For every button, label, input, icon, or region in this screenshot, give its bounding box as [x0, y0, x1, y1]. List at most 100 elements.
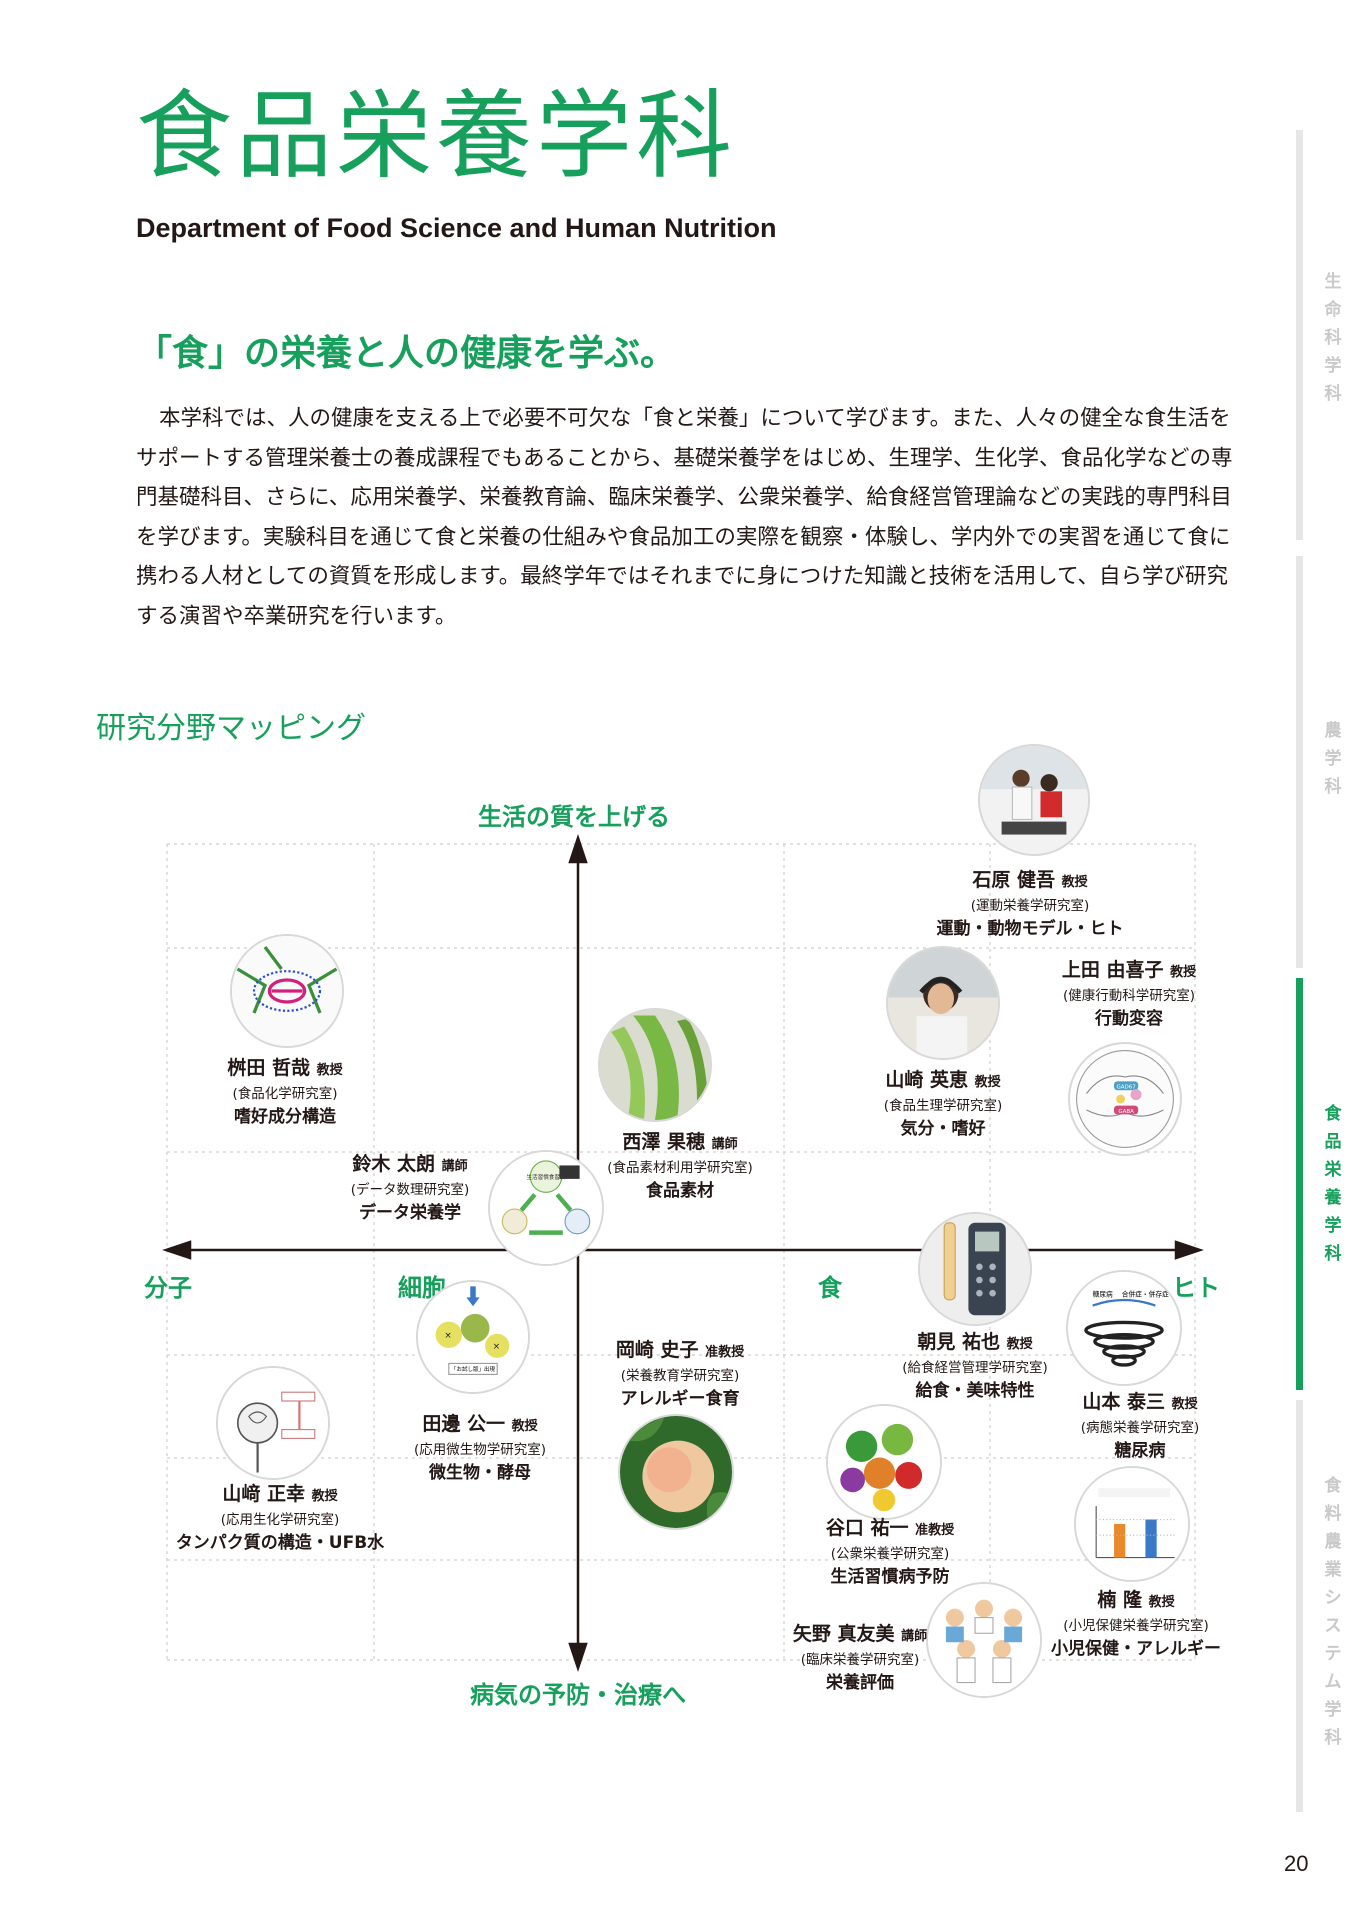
- researcher-name: 山本 泰三: [1082, 1391, 1165, 1413]
- photo-exercise-lab: [978, 744, 1090, 856]
- researcher-field: 運動・動物モデル・ヒト: [936, 919, 1124, 939]
- researcher-rank: 教授: [1061, 875, 1088, 890]
- researcher-lab: (食品化学研究室): [232, 1086, 338, 1102]
- page-number: 20: [1284, 1851, 1309, 1876]
- axis-label-top: 生活の質を上げる: [478, 803, 670, 831]
- researcher-rank: 准教授: [705, 1345, 745, 1360]
- researcher-lab: (食品生理学研究室): [883, 1098, 1003, 1114]
- researcher-rank: 講師: [441, 1159, 468, 1174]
- side-index-label[interactable]: 農 学 科: [1324, 721, 1342, 797]
- researcher-lab: (病態栄養学研究室): [1080, 1420, 1200, 1436]
- photo-data-cycle: 生活習慣食習慣: [488, 1150, 604, 1266]
- researcher-yano: 矢野 真友美 講師 (臨床栄養学研究室) 栄養評価: [770, 1622, 950, 1695]
- researcher-field: 気分・嗜好: [900, 1119, 986, 1139]
- axis-label-right: ヒト: [1172, 1274, 1220, 1302]
- photo-brain-diagram: GAD67 GABA: [1068, 1042, 1182, 1156]
- researcher-field: 微生物・酵母: [429, 1463, 531, 1483]
- svg-text:×: ×: [444, 1331, 451, 1341]
- side-index-bar-2: [1296, 556, 1303, 968]
- researcher-lab: (給食経営管理学研究室): [902, 1360, 1048, 1376]
- researcher-lab: (公衆栄養学研究室): [830, 1546, 950, 1562]
- researcher-field: アレルギー食育: [620, 1389, 740, 1409]
- researcher-field: データ栄養学: [359, 1203, 461, 1223]
- researcher-field: 小児保健・アレルギー: [1051, 1639, 1221, 1659]
- researcher-yamamoto: 山本 泰三 教授 (病態栄養学研究室) 糖尿病: [1050, 1390, 1230, 1463]
- researcher-name: 西澤 果穂: [622, 1131, 705, 1153]
- photo-yeast-illustration: × × 「お試し版」出現: [416, 1280, 530, 1394]
- photo-text: 糖尿病: [1093, 1290, 1113, 1299]
- map-heading: 研究分野マッピング: [96, 711, 366, 746]
- researcher-ishihara: 石原 健吾 教授 (運動栄養学研究室) 運動・動物モデル・ヒト: [930, 868, 1130, 941]
- researcher-rank: 教授: [1006, 1337, 1033, 1352]
- photo-rose-illustration: [216, 1366, 330, 1480]
- researcher-name: 楠 隆: [1097, 1589, 1142, 1611]
- side-index-bar-4: [1296, 1400, 1303, 1812]
- svg-text:×: ×: [493, 1342, 500, 1352]
- photo-vegetables: [826, 1404, 942, 1520]
- researcher-masuda: 桝田 哲哉 教授 (食品化学研究室) 嗜好成分構造: [190, 1056, 380, 1129]
- researcher-name: 鈴木 太朗: [352, 1153, 435, 1175]
- researcher-field: 食品素材: [646, 1181, 714, 1201]
- photo-okra: [598, 1008, 712, 1122]
- researcher-rank: 教授: [311, 1489, 338, 1504]
- researcher-yamazaki-m: 山﨑 正幸 教授 (応用生化学研究室) タンパク質の構造・UFB水: [160, 1482, 400, 1555]
- intro-paragraph: 本学科では、人の健康を支える上で必要不可欠な「食と栄養」について学びます。また、…: [136, 406, 1233, 629]
- researcher-suzuki: 鈴木 太朗 講師 (データ数理研究室) データ栄養学: [320, 1152, 500, 1225]
- researcher-name: 谷口 祐一: [825, 1517, 909, 1539]
- researcher-rank: 講師: [901, 1629, 928, 1644]
- page-subtitle: Department of Food Science and Human Nut…: [136, 213, 777, 243]
- photo-text: 生活習慣食習慣: [526, 1173, 566, 1181]
- side-index-label[interactable]: 食 料 農 業 シ ス テ ム 学 科: [1324, 1476, 1342, 1748]
- researcher-lab: (運動栄養学研究室): [970, 898, 1090, 914]
- researcher-rank: 講師: [711, 1137, 738, 1152]
- researcher-name: 田邊 公一: [422, 1413, 505, 1435]
- photo-bar-chart: [1074, 1466, 1190, 1582]
- axis-label-food: 食: [818, 1274, 842, 1302]
- researcher-lab: (食品素材利用学研究室): [607, 1160, 753, 1176]
- photo-text: 「お試し版」出現: [451, 1365, 496, 1373]
- researcher-name: 石原 健吾: [972, 869, 1055, 891]
- researcher-rank: 教授: [316, 1063, 343, 1078]
- axis-label-bottom: 病気の予防・治療へ: [470, 1681, 686, 1709]
- researcher-field: 栄養評価: [826, 1673, 894, 1693]
- researcher-name: 桝田 哲哉: [227, 1057, 310, 1079]
- side-index-label-active[interactable]: 食 品 栄 養 学 科: [1324, 1104, 1342, 1264]
- researcher-asami: 朝見 祐也 教授 (給食経営管理学研究室) 給食・美味特性: [880, 1330, 1070, 1403]
- photo-text: 合併症・併存症: [1122, 1290, 1169, 1299]
- photo-peach: [618, 1414, 734, 1530]
- researcher-ueda: 上田 由喜子 教授 (健康行動科学研究室) 行動変容: [1034, 958, 1224, 1031]
- researcher-lab: (小児保健栄養学研究室): [1063, 1618, 1209, 1634]
- photo-text: GABA: [1118, 1109, 1134, 1115]
- side-index-bar-3: [1296, 978, 1303, 1390]
- researcher-yamazaki-h: 山崎 英恵 教授 (食品生理学研究室) 気分・嗜好: [848, 1068, 1038, 1141]
- researcher-tanabe: 田邊 公一 教授 (応用微生物学研究室) 微生物・酵母: [380, 1412, 580, 1485]
- researcher-rank: 教授: [1148, 1595, 1175, 1610]
- side-index-label[interactable]: 生 命 科 学 科: [1324, 272, 1342, 404]
- researcher-okazaki: 岡崎 史子 准教授 (栄養教育学研究室) アレルギー食育: [590, 1338, 770, 1411]
- researcher-lab: (臨床栄養学研究室): [800, 1652, 920, 1668]
- catchphrase: 「食」の栄養と人の健康を学ぶ。: [136, 333, 677, 374]
- researcher-name: 岡崎 史子: [615, 1339, 699, 1361]
- researcher-lab: (データ数理研究室): [350, 1182, 470, 1198]
- researcher-lab: (応用微生物学研究室): [413, 1442, 547, 1458]
- researcher-rank: 教授: [1170, 965, 1197, 980]
- researcher-field: タンパク質の構造・UFB水: [175, 1533, 385, 1553]
- researcher-name: 山崎 英恵: [885, 1069, 968, 1091]
- researcher-nishizawa: 西澤 果穂 講師 (食品素材利用学研究室) 食品素材: [580, 1130, 780, 1203]
- axis-arrow-up: [568, 834, 588, 864]
- researcher-lab: (栄養教育学研究室): [620, 1368, 740, 1384]
- researcher-lab: (応用生化学研究室): [220, 1512, 340, 1528]
- researcher-field: 給食・美味特性: [915, 1381, 1035, 1401]
- axis-label-left: 分子: [144, 1274, 192, 1302]
- axis-arrow-right: [1174, 1240, 1204, 1260]
- researcher-taniguchi: 谷口 祐一 准教授 (公衆栄養学研究室) 生活習慣病予防: [800, 1516, 980, 1589]
- photo-text: GAD67: [1116, 1085, 1136, 1091]
- researcher-name: 上田 由喜子: [1061, 959, 1164, 981]
- researcher-field: 嗜好成分構造: [234, 1107, 336, 1127]
- photo-headset-subject: [886, 946, 1000, 1060]
- photo-diabetes-diagram: 糖尿病 合併症・併存症: [1066, 1270, 1182, 1386]
- side-index-bar-1: [1296, 130, 1303, 540]
- researcher-lab: (健康行動科学研究室): [1062, 988, 1196, 1004]
- researcher-rank: 教授: [1171, 1397, 1198, 1412]
- researcher-rank: 教授: [974, 1075, 1001, 1090]
